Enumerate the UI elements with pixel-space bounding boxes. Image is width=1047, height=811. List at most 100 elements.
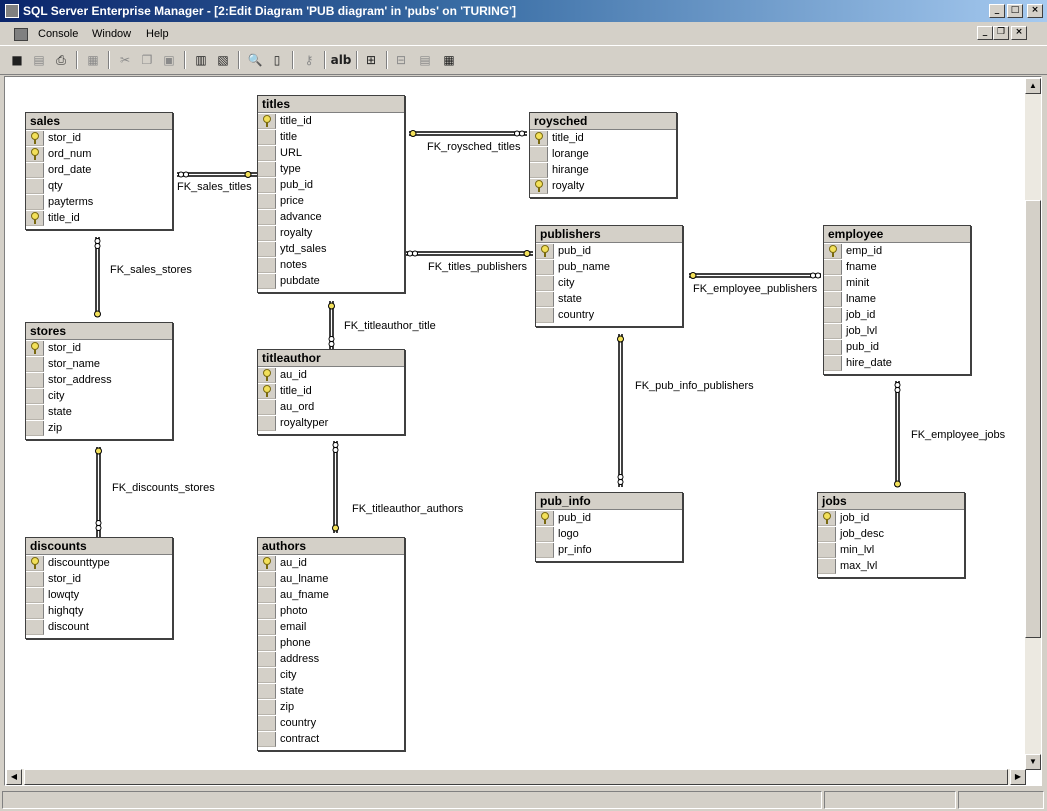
row-selector[interactable] (536, 291, 554, 307)
column-row[interactable]: pub_id (258, 177, 404, 193)
row-selector[interactable] (818, 542, 836, 558)
column-row[interactable]: qty (26, 178, 172, 194)
properties-icon[interactable]: ▤ (33, 53, 45, 67)
primary-key-icon[interactable] (824, 243, 842, 259)
horizontal-scrollbar[interactable]: ◀ ▶ (6, 769, 1026, 785)
row-selector[interactable] (26, 420, 44, 436)
paste-icon[interactable]: ▣ (163, 53, 175, 67)
row-selector[interactable] (818, 558, 836, 574)
row-selector[interactable] (258, 225, 276, 241)
row-selector[interactable] (26, 178, 44, 194)
vertical-scrollbar[interactable]: ▲ ▼ (1025, 78, 1041, 770)
table-header[interactable]: authors (258, 538, 404, 555)
menu-help[interactable]: Help (146, 28, 169, 40)
row-selector[interactable] (536, 307, 554, 323)
row-selector[interactable] (26, 404, 44, 420)
row-selector[interactable] (818, 526, 836, 542)
column-row[interactable]: advance (258, 209, 404, 225)
column-row[interactable]: hire_date (824, 355, 970, 371)
row-selector[interactable] (536, 275, 554, 291)
row-selector[interactable] (536, 526, 554, 542)
column-row[interactable]: stor_address (26, 372, 172, 388)
column-row[interactable]: lname (824, 291, 970, 307)
column-row[interactable]: title_id (258, 383, 404, 399)
child-minimize-button[interactable]: _ (977, 26, 993, 40)
column-row[interactable]: royaltyper (258, 415, 404, 431)
row-selector[interactable] (824, 355, 842, 371)
row-selector[interactable] (26, 372, 44, 388)
row-selector[interactable] (824, 291, 842, 307)
row-selector[interactable] (530, 146, 548, 162)
primary-key-icon[interactable] (536, 510, 554, 526)
column-row[interactable]: discount (26, 619, 172, 635)
row-selector[interactable] (26, 603, 44, 619)
column-row[interactable]: address (258, 651, 404, 667)
row-selector[interactable] (824, 259, 842, 275)
primary-key-icon[interactable] (26, 210, 44, 226)
column-row[interactable]: pub_name (536, 259, 682, 275)
diagram-canvas[interactable]: FK_sales_titles FK_roysched_titles FK_ti… (4, 76, 1042, 786)
rel-label-roysched-titles[interactable]: FK_roysched_titles (427, 141, 521, 153)
row-selector[interactable] (258, 667, 276, 683)
column-row[interactable]: discounttype (26, 555, 172, 571)
row-selector[interactable] (258, 177, 276, 193)
row-selector[interactable] (26, 356, 44, 372)
column-row[interactable]: emp_id (824, 243, 970, 259)
table-header[interactable]: employee (824, 226, 970, 243)
row-selector[interactable] (258, 415, 276, 431)
column-row[interactable]: zip (26, 420, 172, 436)
primary-key-icon[interactable] (258, 113, 276, 129)
table-header[interactable]: stores (26, 323, 172, 340)
menu-window[interactable]: Window (92, 28, 132, 40)
primary-key-icon[interactable] (258, 383, 276, 399)
column-row[interactable]: notes (258, 257, 404, 273)
row-selector[interactable] (258, 635, 276, 651)
zoom-icon[interactable]: 🔍 (247, 53, 263, 67)
primary-key-icon[interactable]: ⚷ (304, 53, 314, 67)
column-row[interactable]: job_lvl (824, 323, 970, 339)
row-selector[interactable] (26, 194, 44, 210)
column-row[interactable]: URL (258, 145, 404, 161)
column-row[interactable]: royalty (258, 225, 404, 241)
column-row[interactable]: country (536, 307, 682, 323)
row-selector[interactable] (258, 209, 276, 225)
column-row[interactable]: pub_id (536, 243, 682, 259)
column-row[interactable]: logo (536, 526, 682, 542)
column-row[interactable]: stor_name (26, 356, 172, 372)
rel-label-pubinfo-publishers[interactable]: FK_pub_info_publishers (635, 380, 754, 392)
row-selector[interactable] (258, 129, 276, 145)
primary-key-icon[interactable] (258, 367, 276, 383)
row-selector[interactable] (258, 161, 276, 177)
primary-key-icon[interactable] (26, 340, 44, 356)
row-selector[interactable] (258, 619, 276, 635)
column-row[interactable]: ord_num (26, 146, 172, 162)
table-header[interactable]: titles (258, 96, 404, 113)
row-selector[interactable] (258, 571, 276, 587)
relationships-icon[interactable]: ⊟ (395, 53, 407, 67)
column-row[interactable]: state (258, 683, 404, 699)
row-selector[interactable] (824, 307, 842, 323)
primary-key-icon[interactable] (530, 130, 548, 146)
primary-key-icon[interactable] (530, 178, 548, 194)
primary-key-icon[interactable] (26, 146, 44, 162)
rel-label-sales-stores[interactable]: FK_sales_stores (110, 264, 192, 276)
column-row[interactable]: title (258, 129, 404, 145)
column-row[interactable]: lowqty (26, 587, 172, 603)
column-row[interactable]: price (258, 193, 404, 209)
save-icon[interactable]: ■ (11, 53, 23, 67)
column-row[interactable]: email (258, 619, 404, 635)
column-row[interactable]: pub_id (824, 339, 970, 355)
table-header[interactable]: sales (26, 113, 172, 130)
menu-console[interactable]: Console (38, 28, 79, 40)
row-selector[interactable] (258, 145, 276, 161)
row-selector[interactable] (258, 241, 276, 257)
column-row[interactable]: country (258, 715, 404, 731)
primary-key-icon[interactable] (258, 555, 276, 571)
column-row[interactable]: contract (258, 731, 404, 747)
